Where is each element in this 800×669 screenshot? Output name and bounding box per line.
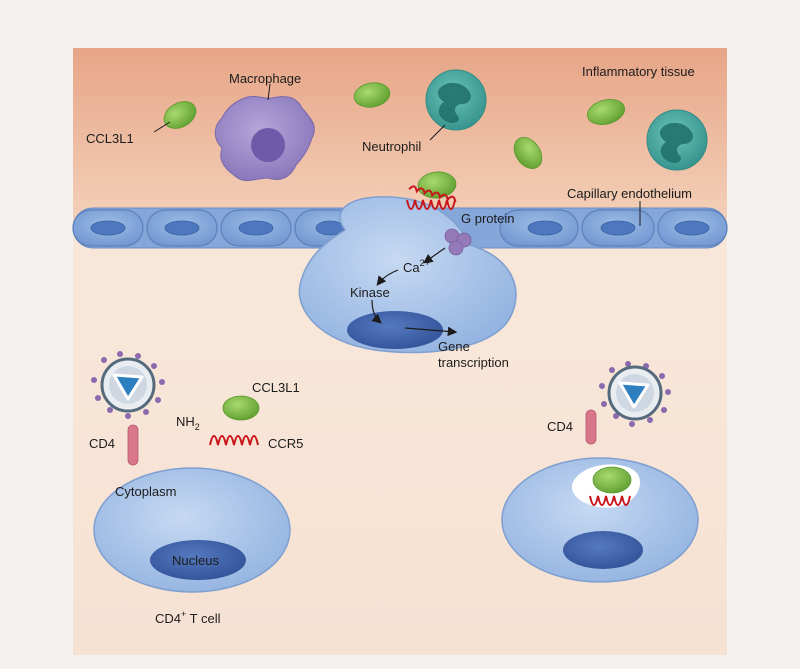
ccl3l1-label-top: CCL3L1 [86, 131, 134, 146]
kinase-label: Kinase [350, 285, 390, 300]
cytoplasm-label: Cytoplasm [115, 484, 176, 499]
ccr5-receptor-migrating [408, 185, 457, 202]
g-protein [444, 228, 472, 256]
cd4-label-left: CD4 [89, 436, 115, 451]
capillary-endothelium-label: Capillary endothelium [567, 186, 692, 201]
macrophage-label: Macrophage [229, 71, 301, 86]
g-protein-label: G protein [461, 211, 514, 226]
calcium-label: Ca2+ [403, 258, 430, 275]
leader-lines [153, 83, 641, 226]
leukocyte-nucleus [347, 311, 443, 349]
hiv-virion-right [599, 361, 671, 427]
macrophage-cell [214, 95, 315, 182]
signaling-arrows [371, 247, 458, 337]
cd4-t-cell-right [501, 409, 699, 583]
cd4-receptor-right [585, 409, 597, 445]
neutrophil-cell-2 [646, 109, 708, 171]
ccl3l1-label-receptor: CCL3L1 [252, 380, 300, 395]
t-cell-nucleus [150, 540, 246, 580]
cd4-label-right: CD4 [547, 419, 573, 434]
inflammatory-tissue-label: Inflammatory tissue [582, 64, 695, 79]
nh2-label: NH2 [176, 414, 200, 432]
neutrophil-cell-1 [425, 69, 487, 131]
gene-transcription-label: Gene transcription [438, 339, 509, 370]
ccr5-receptor-left [209, 435, 259, 446]
neutrophil-label: Neutrophil [362, 139, 421, 154]
cd4-receptor-left [127, 424, 139, 466]
ccl3l1-bound-left [222, 395, 260, 421]
ccr5-label: CCR5 [268, 436, 303, 451]
cd4-t-cell-label: CD4+ T cell [155, 609, 221, 626]
hiv-virion-left [91, 351, 165, 419]
cd4-t-cell-left [93, 424, 291, 593]
nucleus-label: Nucleus [172, 553, 219, 568]
